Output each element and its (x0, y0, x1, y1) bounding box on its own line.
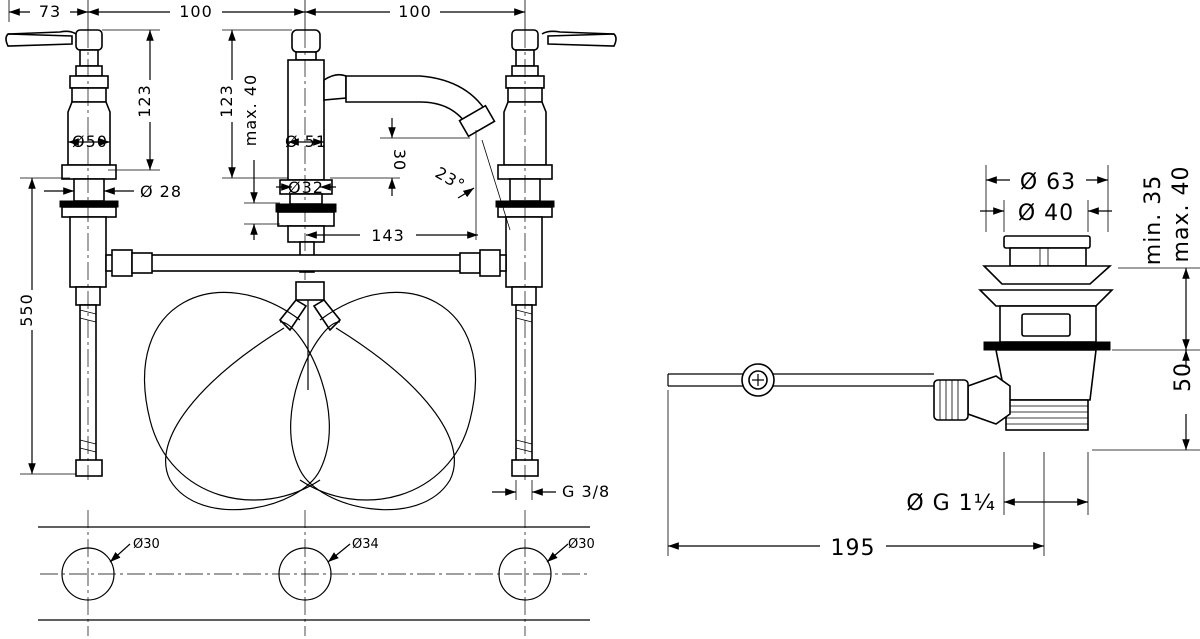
right-valve (495, 29, 617, 480)
dim-waste-deck-max: max. 40 (1169, 166, 1194, 263)
spout (275, 29, 496, 300)
dim-spout-height: 123 (217, 84, 236, 118)
dim-deck-min: min. 35 (1141, 175, 1166, 265)
hose-loops (144, 291, 476, 511)
hole-center-diameter: Ø34 (352, 537, 379, 552)
dim-valve-body-diameter: Ø50 (72, 132, 108, 151)
waste-view: Ø 63 Ø 40 50 min. 35 (667, 165, 1200, 561)
left-valve (5, 29, 119, 480)
dim-outer-diameter: Ø 63 (1020, 170, 1076, 195)
dim-rod-length: 195 (831, 536, 876, 561)
supply-pipes (105, 249, 507, 390)
dim-deck-max: max. 40 (241, 74, 260, 146)
dim-spout-body-diameter: Ø 51 (285, 132, 327, 151)
dim-spout-reach: 143 (371, 226, 405, 245)
left-valve-dims: 123 Ø50 Ø 28 550 (17, 29, 182, 475)
dim-body-height: 50 (1171, 362, 1196, 392)
dim-hose-length: 550 (17, 293, 36, 327)
dim-waste-thread: Ø G 1¼ (906, 491, 996, 516)
top-dimensions: 73 100 100 (8, 0, 526, 40)
dim-handle-offset: 73 (39, 2, 61, 21)
dim-spout-drop: 30 (390, 149, 409, 171)
dim-valve-shank-diameter: Ø 28 (140, 182, 182, 201)
mixer-set-view: 73 100 100 (5, 0, 617, 511)
dim-connection-thread: G 3/8 (562, 482, 610, 501)
dim-inner-diameter: Ø 40 (1018, 201, 1074, 226)
dim-spacing-right: 100 (398, 2, 432, 21)
dim-valve-height: 123 (135, 84, 154, 118)
dim-spacing-left: 100 (179, 2, 213, 21)
hole-right-diameter: Ø30 (568, 537, 595, 552)
hole-layout: Ø30 Ø34 Ø30 (38, 510, 595, 636)
dim-spout-shank-diameter: Ø32 (288, 178, 324, 197)
hole-left-diameter: Ø30 (133, 537, 160, 552)
dim-spout-angle: 23° (432, 163, 469, 195)
